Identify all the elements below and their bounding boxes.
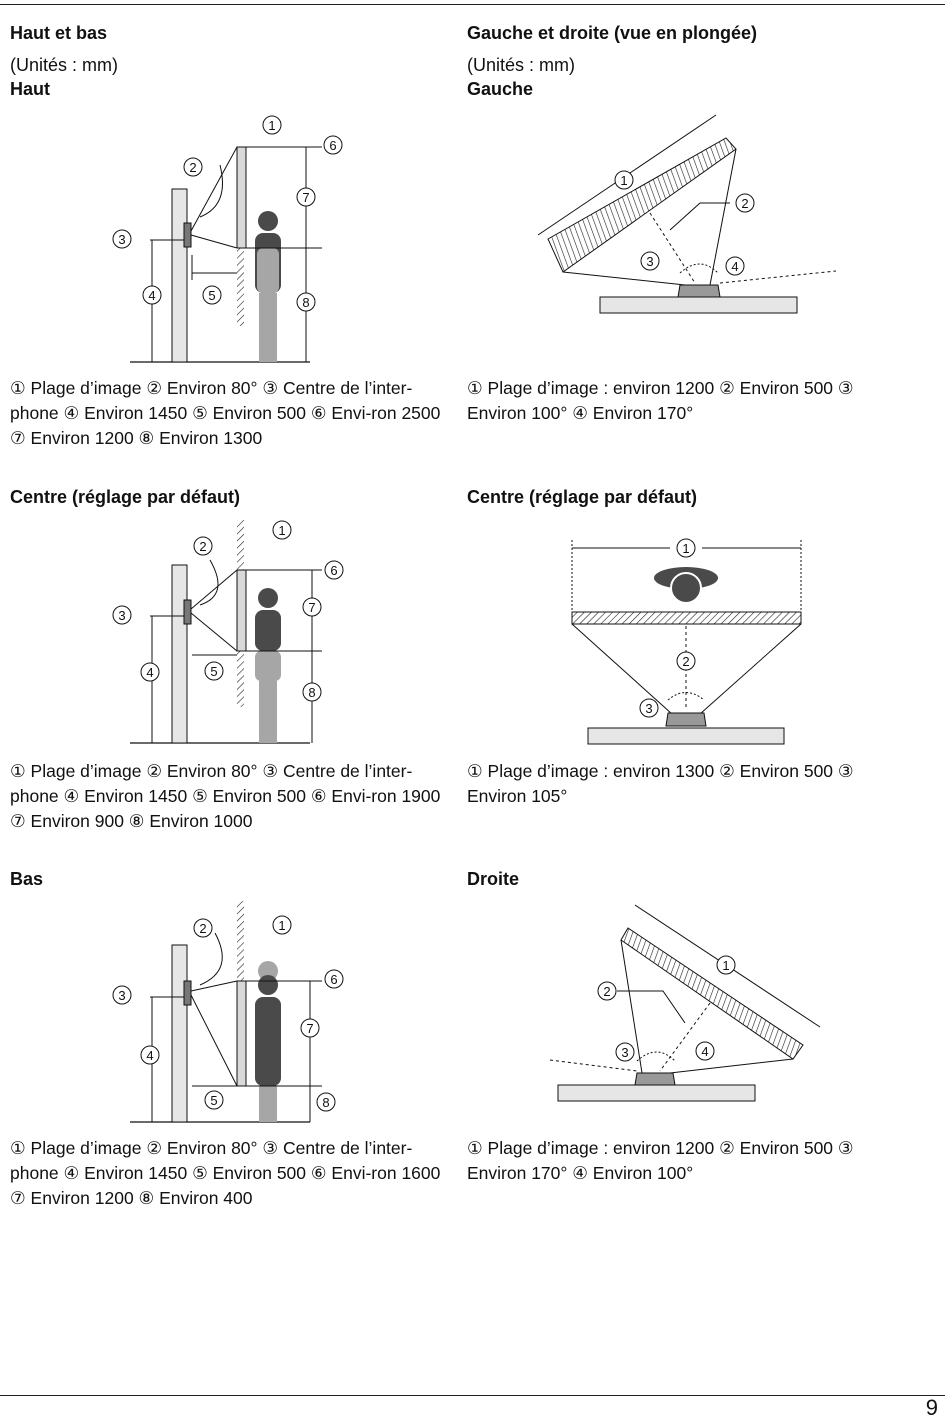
section-heading: Bas <box>10 869 44 889</box>
callout-1: 1 <box>268 118 275 133</box>
svg-text:5: 5 <box>210 664 217 679</box>
svg-text:5: 5 <box>210 1093 217 1108</box>
caption-gauche: ① Plage d’image : environ 1200 ② Environ… <box>467 378 854 423</box>
units-label: (Unités : mm) <box>10 55 118 75</box>
svg-text:3: 3 <box>118 988 125 1003</box>
svg-text:8: 8 <box>322 1095 329 1110</box>
section-heading: Haut et bas <box>10 23 108 43</box>
caption-centre-horizontal: ① Plage d’image : environ 1300 ② Environ… <box>467 761 854 806</box>
section-heading: Centre (réglage par défaut) <box>467 487 698 507</box>
svg-text:2: 2 <box>199 539 206 554</box>
section-gauche: Gauche et droite (vue en plongée) (Unité… <box>467 22 907 100</box>
svg-text:4: 4 <box>731 259 738 274</box>
diagram-droite: 1 2 3 4 <box>549 904 821 1102</box>
section-subheading: Gauche <box>467 79 534 99</box>
callout-2: 2 <box>189 160 196 175</box>
svg-text:6: 6 <box>330 972 337 987</box>
svg-text:4: 4 <box>701 1044 708 1059</box>
caption-haut: ① Plage d’image ② Environ 80° ③ Centre d… <box>10 378 441 448</box>
callout-4: 4 <box>148 288 155 303</box>
svg-text:3: 3 <box>646 254 653 269</box>
callout-6: 6 <box>329 138 336 153</box>
section-heading: Gauche et droite (vue en plongée) <box>467 23 758 43</box>
section-bas: Bas <box>10 868 450 890</box>
section-subheading: Haut <box>10 79 50 99</box>
callout-5: 5 <box>208 288 215 303</box>
page-number: 9 <box>925 1395 938 1420</box>
section-haut: Haut et bas (Unités : mm) Haut <box>10 22 450 100</box>
svg-text:4: 4 <box>146 1048 153 1063</box>
diagram-bas: 1 2 3 4 5 6 7 8 <box>112 901 344 1123</box>
caption-centre-vertical: ① Plage d’image ② Environ 80° ③ Centre d… <box>10 761 441 831</box>
section-heading: Droite <box>467 869 520 889</box>
svg-text:1: 1 <box>620 173 627 188</box>
svg-text:2: 2 <box>199 921 206 936</box>
svg-text:8: 8 <box>308 685 315 700</box>
svg-text:1: 1 <box>278 918 285 933</box>
svg-text:1: 1 <box>682 541 689 556</box>
svg-text:7: 7 <box>306 1021 313 1036</box>
svg-text:3: 3 <box>118 608 125 623</box>
callout-8: 8 <box>302 295 309 310</box>
section-centre-vertical: Centre (réglage par défaut) <box>10 486 450 508</box>
svg-text:2: 2 <box>682 654 689 669</box>
svg-text:7: 7 <box>308 600 315 615</box>
diagram-haut: 1 2 3 4 5 6 7 8 <box>112 115 343 363</box>
diagram-centre-horizontal: 1 2 3 <box>571 538 802 745</box>
svg-text:2: 2 <box>603 984 610 999</box>
section-heading: Centre (réglage par défaut) <box>10 487 241 507</box>
svg-text:3: 3 <box>645 701 652 716</box>
caption-bas: ① Plage d’image ② Environ 80° ③ Centre d… <box>10 1138 441 1208</box>
diagram-centre-vertical: 1 2 3 4 5 6 7 8 <box>112 520 344 744</box>
units-label: (Unités : mm) <box>467 55 575 75</box>
top-rule <box>0 4 945 5</box>
caption-droite: ① Plage d’image : environ 1200 ② Environ… <box>467 1138 854 1183</box>
svg-text:2: 2 <box>741 196 748 211</box>
svg-text:1: 1 <box>722 958 729 973</box>
bottom-rule <box>0 1395 945 1396</box>
diagram-gauche: 1 2 3 4 <box>537 114 837 314</box>
callout-3: 3 <box>118 232 125 247</box>
section-centre-horizontal: Centre (réglage par défaut) <box>467 486 907 508</box>
svg-text:4: 4 <box>146 665 153 680</box>
svg-text:3: 3 <box>621 1045 628 1060</box>
svg-text:1: 1 <box>278 523 285 538</box>
section-droite: Droite <box>467 868 907 890</box>
svg-text:6: 6 <box>330 563 337 578</box>
callout-7: 7 <box>302 190 309 205</box>
